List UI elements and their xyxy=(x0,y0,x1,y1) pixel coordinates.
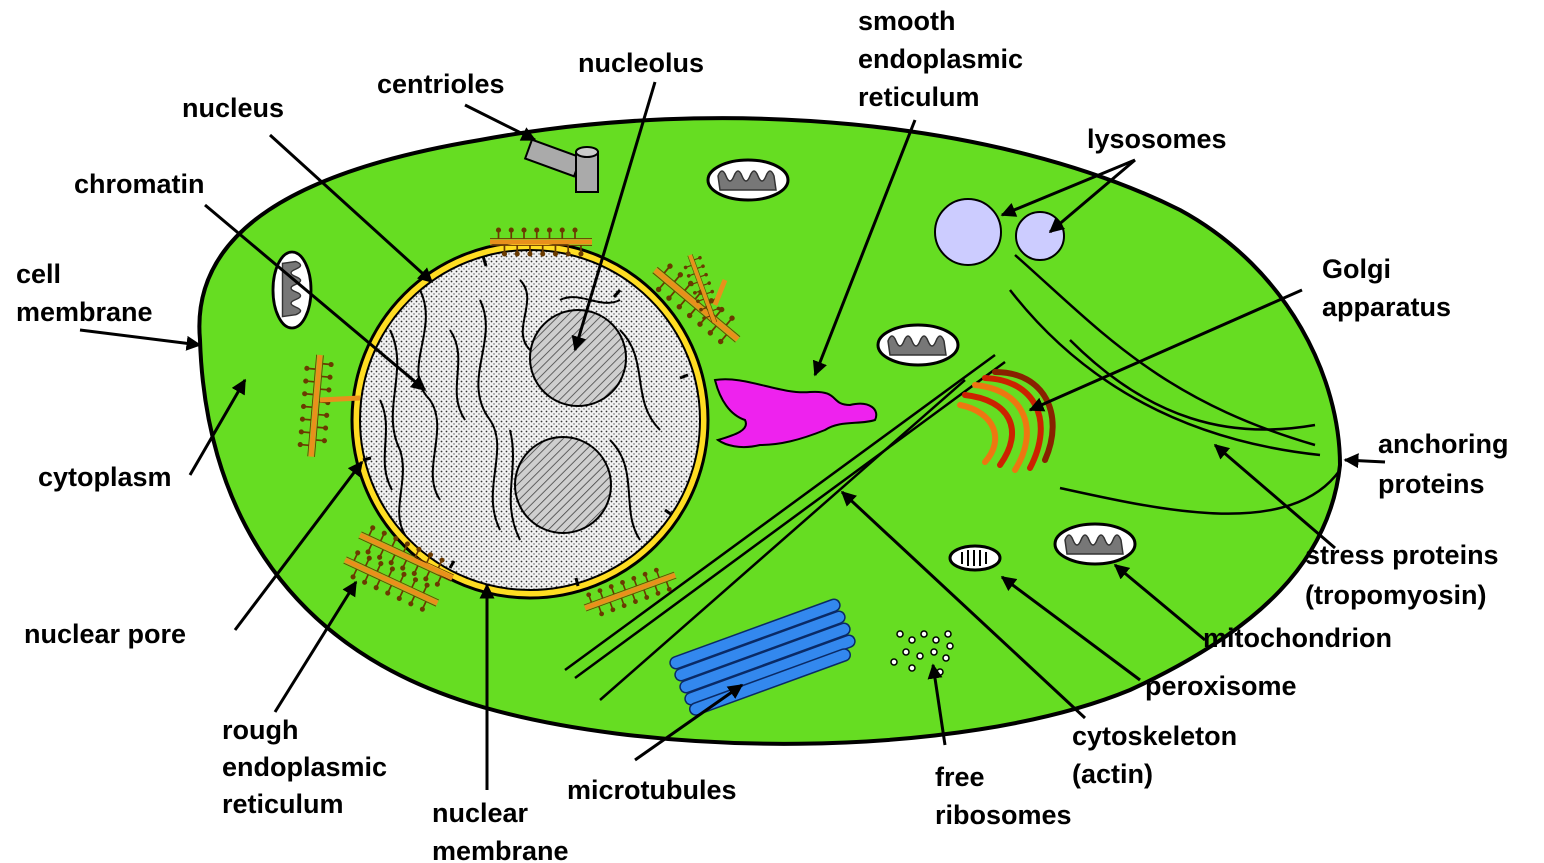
peroxisome xyxy=(950,546,1000,570)
label-anchoring-proteins-line: anchoring xyxy=(1378,429,1509,459)
label-nuclear-membrane-line: nuclear xyxy=(432,798,529,828)
label-free-ribosomes-line: free xyxy=(935,762,985,792)
label-nuclear-pore: nuclear pore xyxy=(24,619,186,649)
label-centrioles-line: centrioles xyxy=(377,69,505,99)
label-nuclear-pore-line: nuclear pore xyxy=(24,619,186,649)
label-mitochondrion: mitochondrion xyxy=(1203,623,1392,653)
label-stress-proteins-line: stress proteins xyxy=(1305,540,1499,570)
label-cytoplasm: cytoplasm xyxy=(38,462,172,492)
label-smooth-er-line: endoplasmic xyxy=(858,44,1023,74)
label-anchoring-proteins: anchoring proteins xyxy=(1378,429,1509,499)
label-golgi: Golgi apparatus xyxy=(1322,254,1451,322)
label-peroxisome: peroxisome xyxy=(1145,671,1297,701)
label-stress-proteins: stress proteins (tropomyosin) xyxy=(1305,540,1499,610)
label-lysosomes-line: lysosomes xyxy=(1087,124,1227,154)
label-cell-membrane: cell membrane xyxy=(16,259,153,327)
label-nucleus-line: nucleus xyxy=(182,93,284,123)
label-smooth-er-line: smooth xyxy=(858,6,956,36)
label-free-ribosomes: free ribosomes xyxy=(935,762,1072,830)
label-cell-membrane-line: cell xyxy=(16,259,61,289)
label-nucleolus-line: nucleolus xyxy=(578,48,704,78)
label-mitochondrion-line: mitochondrion xyxy=(1203,623,1392,653)
label-rough-er-line: endoplasmic xyxy=(222,752,387,782)
label-chromatin: chromatin xyxy=(74,169,205,199)
label-cytoplasm-line: cytoplasm xyxy=(38,462,172,492)
label-golgi-line: Golgi xyxy=(1322,254,1391,284)
label-cytoskeleton-line: (actin) xyxy=(1072,759,1153,789)
label-anchoring-proteins-line: proteins xyxy=(1378,469,1485,499)
label-nucleus: nucleus xyxy=(182,93,284,123)
label-smooth-er: smooth endoplasmic reticulum xyxy=(858,6,1023,112)
label-nuclear-membrane-line: membrane xyxy=(432,836,569,863)
label-cytoskeleton-line: cytoskeleton xyxy=(1072,721,1237,751)
label-cell-membrane-line: membrane xyxy=(16,297,153,327)
label-rough-er-line: rough xyxy=(222,715,298,745)
label-smooth-er-line: reticulum xyxy=(858,82,980,112)
label-nucleolus: nucleolus xyxy=(578,48,704,78)
label-cytoskeleton: cytoskeleton (actin) xyxy=(1072,721,1237,789)
label-peroxisome-line: peroxisome xyxy=(1145,671,1297,701)
label-golgi-line: apparatus xyxy=(1322,292,1451,322)
label-lysosomes: lysosomes xyxy=(1087,124,1227,154)
label-stress-proteins-line: (tropomyosin) xyxy=(1305,580,1487,610)
label-rough-er-line: reticulum xyxy=(222,789,344,819)
label-nuclear-membrane: nuclear membrane xyxy=(432,798,569,863)
label-centrioles: centrioles xyxy=(377,69,505,99)
label-chromatin-line: chromatin xyxy=(74,169,205,199)
label-free-ribosomes-line: ribosomes xyxy=(935,800,1072,830)
label-microtubules-line: microtubules xyxy=(567,775,737,805)
label-rough-er: rough endoplasmic reticulum xyxy=(222,715,387,819)
label-microtubules: microtubules xyxy=(567,775,737,805)
